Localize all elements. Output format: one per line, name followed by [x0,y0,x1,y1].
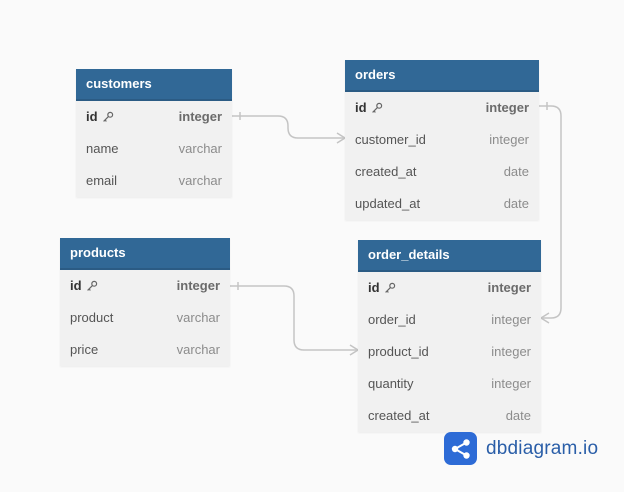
column-row[interactable]: price varchar [60,334,230,366]
column-type: date [503,164,529,179]
column-row[interactable]: id integer [345,92,539,124]
column-name-wrap: id [86,101,114,133]
column-row[interactable]: id integer [76,101,232,133]
key-icon [102,111,113,122]
column-type: varchar [178,141,222,156]
table-header[interactable]: orders [345,60,539,92]
table-header[interactable]: order_details [358,240,541,272]
table-header[interactable]: customers [76,69,232,101]
column-name: price [70,342,99,357]
column-name: name [86,141,119,156]
column-row[interactable]: product varchar [60,302,230,334]
table-customers[interactable]: customers id integer name varchar email … [76,69,232,197]
column-name: updated_at [355,196,421,211]
column-type: integer [489,132,529,147]
table-header[interactable]: products [60,238,230,270]
relation-customers-orders [232,115,345,139]
column-name: product_id [368,344,429,359]
logo-text: dbdiagram.io [486,437,599,459]
column-row[interactable]: updated_at date [345,188,539,220]
column-name: id [355,100,367,115]
column-row[interactable]: quantity integer [358,368,541,400]
column-type: varchar [176,342,220,357]
column-type: integer [491,312,531,327]
key-icon [86,280,97,291]
column-name: created_at [368,408,430,423]
column-row[interactable]: id integer [358,272,541,304]
column-type: date [505,408,531,423]
column-name: id [70,278,82,293]
column-name: email [86,173,118,188]
column-name-wrap: id [70,270,98,302]
crowfoot-order-details-product-id [349,344,359,356]
column-name: product [70,310,114,325]
column-name: id [368,280,380,295]
table-orders[interactable]: orders id integer customer_id integer cr… [345,60,539,220]
column-type: integer [176,278,220,293]
key-icon [384,282,395,293]
column-row[interactable]: created_at date [358,400,541,432]
column-name-wrap: id [355,92,383,124]
column-row[interactable]: product_id integer [358,336,541,368]
crowfoot-orders-customer-id [336,132,346,144]
column-type: integer [178,109,222,124]
dbdiagram-logo[interactable]: dbdiagram.io [444,432,598,465]
column-row[interactable]: created_at date [345,156,539,188]
column-row[interactable]: email varchar [76,165,232,197]
column-type: varchar [178,173,222,188]
key-icon [371,102,382,113]
column-row[interactable]: name varchar [76,133,232,165]
column-type: integer [491,344,531,359]
table-order-details[interactable]: order_details id integer order_id intege… [358,240,541,432]
column-row[interactable]: id integer [60,270,230,302]
column-type: date [503,196,529,211]
crowfoot-order-details-order-id [540,312,550,324]
column-row[interactable]: customer_id integer [345,124,539,156]
column-name: created_at [355,164,417,179]
share-nodes-icon [444,432,477,465]
column-type: integer [485,100,529,115]
relation-orders-order-details [539,105,562,319]
column-name: id [86,109,98,124]
column-name: customer_id [355,132,426,147]
column-type: varchar [176,310,220,325]
column-name: quantity [368,376,414,391]
column-row[interactable]: order_id integer [358,304,541,336]
column-type: integer [487,280,531,295]
relation-products-order-details [230,285,358,351]
column-name-wrap: id [368,272,396,304]
table-products[interactable]: products id integer product varchar pric… [60,238,230,366]
column-name: order_id [368,312,416,327]
column-type: integer [491,376,531,391]
